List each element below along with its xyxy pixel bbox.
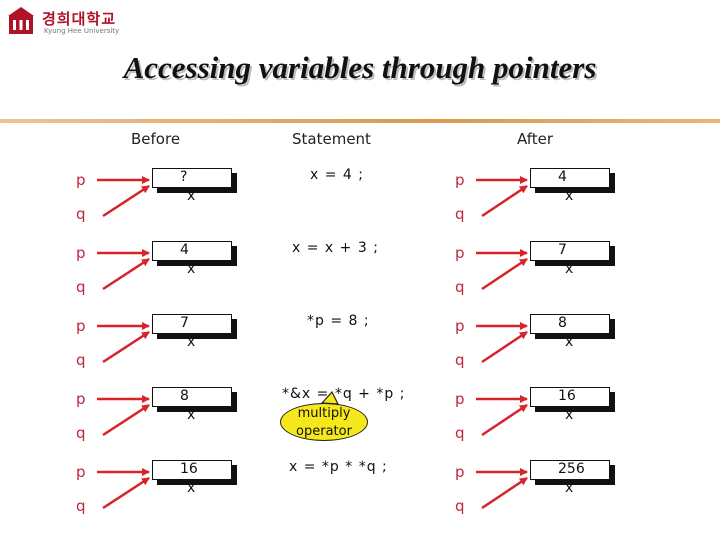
after-q-label: q (455, 424, 465, 442)
before-p-label: p (76, 244, 86, 262)
after-variable-name: x (565, 261, 574, 277)
after-variable-value: 8 (558, 315, 567, 331)
after-variable-name: x (565, 188, 574, 204)
after-variable-box (530, 241, 610, 261)
before-variable-value: 16 (180, 461, 198, 477)
after-variable-box (530, 314, 610, 334)
callout-line-1: multiply (297, 406, 351, 421)
before-q-arrow (102, 330, 150, 364)
header-before: Before (131, 130, 181, 148)
before-variable-value: 4 (180, 242, 189, 258)
statement-text: x = x + 3 ; (292, 240, 379, 256)
university-seal-icon (8, 7, 34, 34)
after-q-label: q (455, 205, 465, 223)
logo-english-text: Kyung Hee University (44, 27, 120, 35)
before-variable-name: x (187, 261, 196, 277)
after-variable-value: 16 (558, 388, 576, 404)
university-logo: 경희대학교 Kyung Hee University (6, 6, 136, 38)
after-q-arrow (481, 257, 528, 291)
after-variable-value: 7 (558, 242, 567, 258)
before-q-arrow (102, 184, 150, 218)
before-q-arrow (102, 257, 150, 291)
before-p-label: p (76, 463, 86, 481)
before-variable-box (152, 314, 232, 334)
before-q-label: q (76, 424, 86, 442)
after-variable-value: 4 (558, 169, 567, 185)
after-p-label: p (455, 171, 465, 189)
after-variable-name: x (565, 480, 574, 496)
statement-text: x = 4 ; (310, 167, 364, 183)
after-variable-box (530, 168, 610, 188)
after-q-arrow (481, 184, 528, 218)
before-q-arrow (102, 403, 150, 437)
title-divider (0, 119, 720, 123)
before-q-arrow (102, 476, 150, 510)
before-variable-name: x (187, 407, 196, 423)
after-p-label: p (455, 317, 465, 335)
before-q-label: q (76, 497, 86, 515)
before-variable-value: ? (180, 169, 188, 185)
after-variable-box (530, 460, 610, 480)
before-variable-box (152, 460, 232, 480)
after-q-label: q (455, 497, 465, 515)
before-variable-box (152, 241, 232, 261)
before-variable-box (152, 168, 232, 188)
before-p-label: p (76, 390, 86, 408)
after-p-label: p (455, 390, 465, 408)
before-variable-box (152, 387, 232, 407)
after-q-arrow (481, 330, 528, 364)
after-variable-name: x (565, 334, 574, 350)
after-p-label: p (455, 463, 465, 481)
before-p-label: p (76, 317, 86, 335)
logo-korean-text: 경희대학교 (42, 10, 117, 28)
header-after: After (517, 130, 554, 148)
before-q-label: q (76, 278, 86, 296)
after-q-label: q (455, 351, 465, 369)
after-variable-value: 256 (558, 461, 585, 477)
after-q-arrow (481, 403, 528, 437)
after-q-arrow (481, 476, 528, 510)
after-variable-name: x (565, 407, 574, 423)
after-p-label: p (455, 244, 465, 262)
after-q-label: q (455, 278, 465, 296)
before-variable-name: x (187, 334, 196, 350)
slide-title: Accessing variables through pointers (123, 50, 597, 85)
before-q-label: q (76, 351, 86, 369)
before-variable-value: 7 (180, 315, 189, 331)
before-variable-value: 8 (180, 388, 189, 404)
statement-text: x = *p * *q ; (289, 459, 388, 475)
before-variable-name: x (187, 480, 196, 496)
before-q-label: q (76, 205, 86, 223)
after-variable-box (530, 387, 610, 407)
header-statement: Statement (292, 130, 371, 148)
callout-line-2: operator (296, 424, 352, 439)
before-variable-name: x (187, 188, 196, 204)
statement-text: *p = 8 ; (307, 313, 370, 329)
statement-text: *&x = *q + *p ; (282, 386, 406, 402)
before-p-label: p (76, 171, 86, 189)
